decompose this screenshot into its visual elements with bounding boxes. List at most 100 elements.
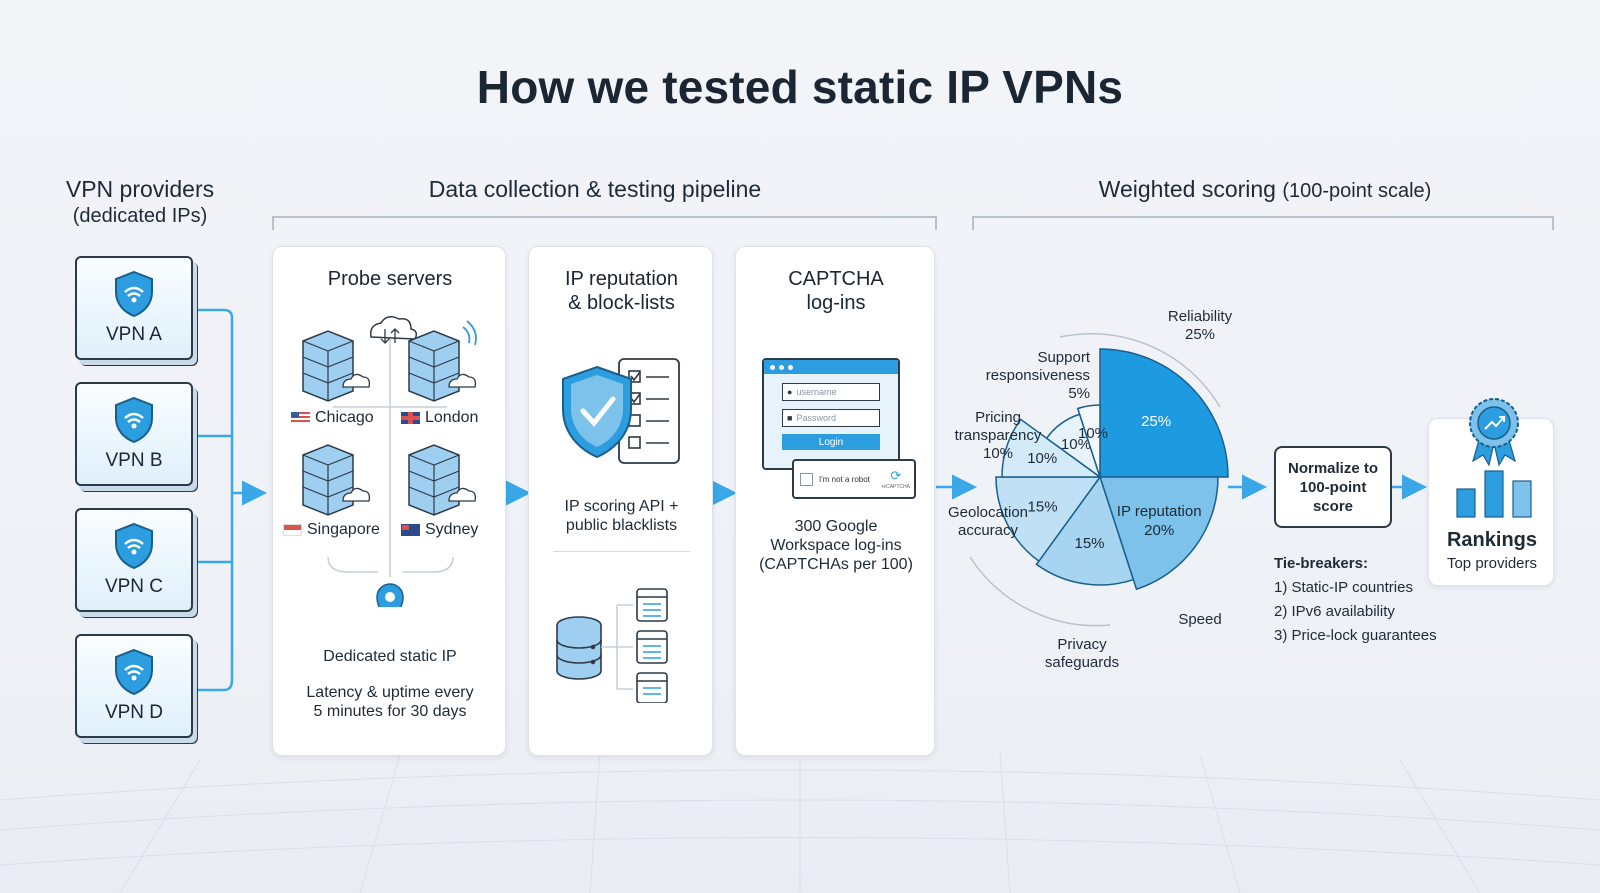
pie-outer-label-line: accuracy: [957, 522, 1019, 539]
ip-reputation-caption-line: public blacklists: [565, 517, 678, 534]
password-placeholder: Password: [796, 413, 836, 423]
captcha-title: CAPTCHA log-ins: [736, 267, 936, 315]
pie-slice-ip-reputation: [1098, 476, 1219, 591]
database-lists-icon: [556, 588, 668, 703]
pie-guide-arc: [1059, 332, 1221, 408]
city-label: Chicago: [315, 409, 374, 426]
recaptcha-widget: I'm not a robot ⟳reCAPTCHA: [792, 459, 916, 499]
ip-reputation-card: IP reputation & block-lists IP scoring A…: [528, 246, 713, 756]
scoring-heading: Weighted scoring (100-point scale): [960, 176, 1570, 203]
scoring-heading-suffix: (100-point scale): [1282, 180, 1432, 202]
normalize-line: Normalize to: [1287, 459, 1378, 477]
pie-slice-geolocation-accuracy: [1001, 418, 1103, 478]
pie-inner-label: IP reputation: [1117, 503, 1202, 520]
city-sydney: Sydney: [401, 521, 478, 539]
probe-caption-line: 5 minutes for 30 days: [313, 703, 467, 720]
server-stack-london-icon: [408, 330, 477, 402]
tie-breakers-heading: Tie-breakers:: [1274, 555, 1368, 572]
pie-slice-label: 10%: [1078, 425, 1108, 442]
pie-inner-label-value: 20%: [1144, 522, 1174, 539]
rankings-card: Rankings Top providers: [1428, 398, 1554, 586]
tie-breaker-item: 1) Static-IP countries: [1274, 579, 1413, 596]
captcha-title-line: log-ins: [806, 292, 866, 314]
tie-breaker-item: 2) IPv6 availability: [1274, 603, 1395, 620]
cloud-icon: [369, 316, 418, 344]
city-label: London: [425, 409, 479, 426]
tie-breakers: Tie-breakers: 1) Static-IP countries 2) …: [1274, 552, 1437, 648]
window-dot-icon: [788, 364, 793, 370]
award-ribbon-icon: [1469, 398, 1519, 467]
scoring-heading-text: Weighted scoring: [1098, 176, 1276, 202]
recaptcha-text: reCAPTCHA: [881, 484, 910, 490]
pie-slice-label: 10%: [1061, 436, 1091, 453]
vpn-provider-b: VPN B: [75, 382, 193, 486]
providers-subheading: (dedicated IPs): [72, 205, 208, 227]
normalize-box: Normalize to 100-point score: [1274, 446, 1392, 528]
server-stack-sydney-icon: [408, 444, 477, 516]
password-field: ■Password: [782, 409, 880, 427]
rankings-subtitle: Top providers: [1446, 555, 1538, 572]
robot-text: I'm not a robot: [819, 474, 870, 484]
location-pin-icon: [376, 583, 404, 607]
vpn-provider-label: VPN A: [106, 324, 162, 345]
shield-wifi-icon: [115, 396, 153, 444]
recaptcha-checkbox: [800, 472, 813, 486]
city-chicago: Chicago: [291, 409, 374, 427]
probe-caption-line: Latency & uptime every: [306, 684, 474, 701]
ip-reputation-caption-line: IP scoring API +: [564, 498, 679, 515]
pie-outer-label-line: safeguards: [1044, 654, 1120, 671]
pipeline-bracket: [272, 216, 937, 230]
scoring-bracket: [972, 216, 1554, 230]
pie-slice-label: 10%: [1027, 450, 1057, 467]
signal-icon: [462, 320, 477, 346]
shield-wifi-icon: [115, 270, 153, 318]
dedicated-ip-label: Dedicated static IP: [323, 648, 457, 665]
pie-slice-speed: [1035, 475, 1135, 586]
pie-outer-label-line: transparency: [954, 427, 1042, 444]
shield-wifi-icon: [115, 522, 153, 570]
user-icon: ●: [787, 387, 793, 397]
city-label: Singapore: [307, 521, 380, 538]
captcha-card: CAPTCHA log-ins ●username ■Password Logi…: [735, 246, 935, 756]
server-map-graphic: [302, 316, 477, 607]
recaptcha-refresh-icon: ⟳: [890, 468, 902, 483]
providers-heading-text: VPN providers: [65, 176, 215, 202]
normalize-line: score: [1312, 497, 1353, 515]
ip-reputation-title: IP reputation & block-lists: [529, 267, 714, 315]
pie-outer-label-line: Reliability: [1167, 308, 1233, 325]
pie-slice-label: 15%: [1028, 498, 1058, 515]
login-button: Login: [782, 434, 880, 450]
city-label: Sydney: [425, 521, 479, 538]
pie-slice-support-responsiveness: [1076, 404, 1101, 478]
pie-slice-label: IP reputation 20%: [1117, 503, 1202, 539]
normalize-line: 100-point: [1299, 478, 1367, 496]
window-titlebar: [764, 360, 898, 374]
au-flag-icon: [401, 524, 420, 536]
page-title: How we tested static IP VPNs: [476, 61, 1124, 113]
pie-slice-label: 15%: [1075, 535, 1105, 552]
divider: [553, 551, 690, 552]
city-singapore: Singapore: [283, 521, 380, 539]
vpn-provider-d: VPN D: [75, 634, 193, 738]
pie-outer-label-line: Pricing: [975, 409, 1021, 426]
pie-outer-label-line: Support: [1037, 349, 1090, 366]
city-london: London: [401, 409, 478, 427]
sg-flag-icon: [283, 524, 302, 536]
vpn-provider-label: VPN B: [105, 450, 163, 471]
pie-outer-label-line: 25%: [1184, 326, 1216, 343]
ip-reputation-title-line: & block-lists: [568, 292, 675, 314]
pie-outer-label-line: Geolocation: [947, 504, 1029, 521]
vpn-provider-label: VPN C: [104, 576, 164, 597]
shield-wifi-icon: [115, 648, 153, 696]
captcha-caption-line: Workspace log-ins: [770, 537, 902, 554]
pie-slice-label: 25%: [1141, 413, 1171, 430]
pie-outer-label-line: Privacy: [1057, 636, 1107, 653]
username-field: ●username: [782, 383, 880, 401]
tie-breaker-item: 3) Price-lock guarantees: [1274, 627, 1437, 644]
probe-caption: Latency & uptime every 5 minutes for 30 …: [273, 683, 507, 721]
server-stack-chicago-icon: [302, 330, 371, 402]
